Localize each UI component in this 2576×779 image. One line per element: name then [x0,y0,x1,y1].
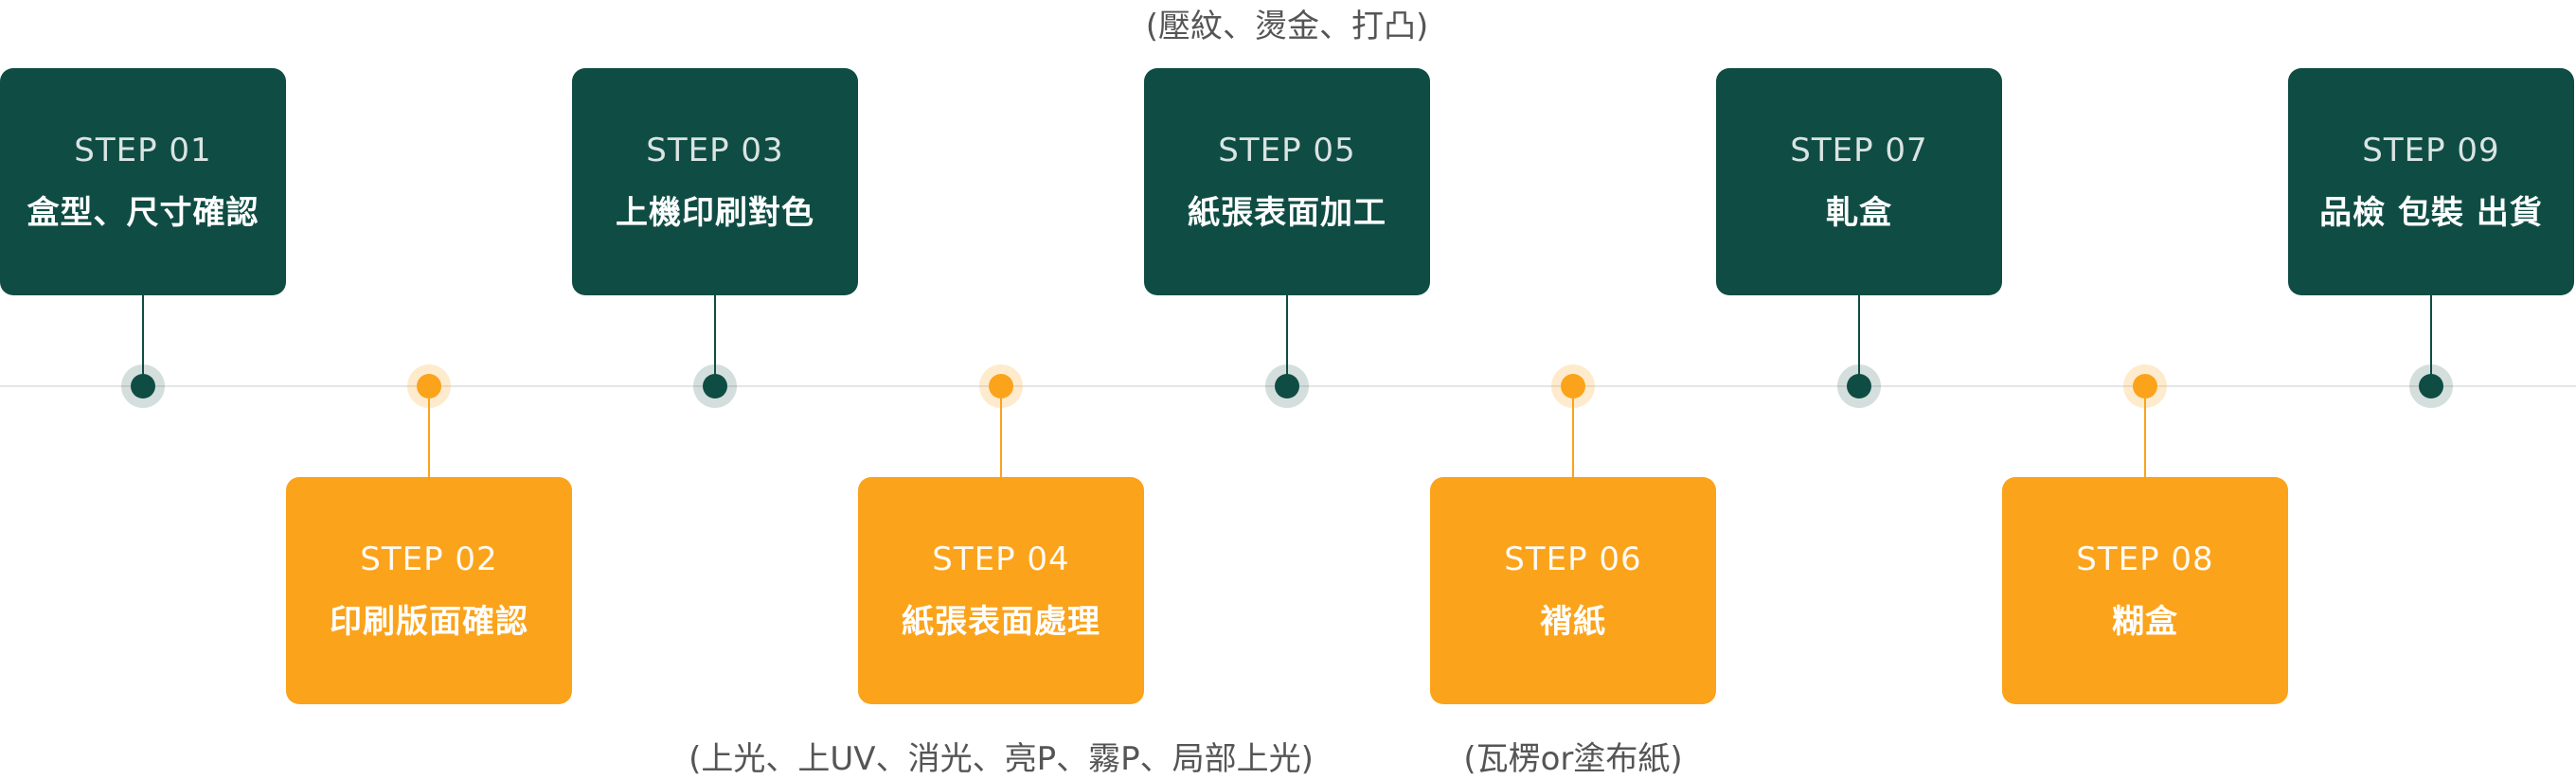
step-box-9: STEP 09 品檢 包裝 出貨 [2288,68,2574,295]
step-note-4: (上光、上UV、消光、亮P、霧P、局部上光) [689,740,1314,778]
step-box-7: STEP 07 軋盒 [1716,68,2002,295]
step-connector-8 [2144,386,2146,477]
step-connector-9 [2430,295,2432,386]
step-box-2: STEP 02 印刷版面確認 [286,477,572,704]
step-title-9: 品檢 包裝 出貨 [2319,193,2543,232]
step-note-5: (壓紋、燙金、打凸) [1145,8,1429,45]
step-title-6: 褙紙 [1540,602,1606,641]
step-connector-1 [142,295,144,386]
step-title-1: 盒型、尺寸確認 [27,193,259,232]
step-title-2: 印刷版面確認 [330,602,528,641]
step-dot-1 [131,374,155,398]
step-box-1: STEP 01 盒型、尺寸確認 [0,68,286,295]
step-box-8: STEP 08 糊盒 [2002,477,2288,704]
step-dot-8 [2133,374,2157,398]
step-dot-3 [703,374,727,398]
step-label-7: STEP 07 [1790,131,1928,169]
step-dot-9 [2419,374,2443,398]
step-label-3: STEP 03 [646,131,784,169]
step-dot-6 [1561,374,1585,398]
step-box-3: STEP 03 上機印刷對色 [572,68,858,295]
step-label-6: STEP 06 [1504,540,1642,578]
step-label-4: STEP 04 [932,540,1070,578]
step-label-9: STEP 09 [2362,131,2500,169]
step-connector-7 [1858,295,1860,386]
step-connector-2 [428,386,430,477]
step-title-3: 上機印刷對色 [616,193,814,232]
step-connector-3 [714,295,716,386]
step-box-5: STEP 05 紙張表面加工 [1144,68,1430,295]
step-dot-5 [1275,374,1299,398]
step-connector-4 [1000,386,1002,477]
step-title-8: 糊盒 [2112,602,2178,641]
step-title-7: 軋盒 [1826,193,1892,232]
step-note-6: (瓦楞or塗布紙) [1463,740,1683,778]
step-connector-6 [1572,386,1574,477]
step-box-6: STEP 06 褙紙 [1430,477,1716,704]
step-label-8: STEP 08 [2076,540,2214,578]
step-box-4: STEP 04 紙張表面處理 [858,477,1144,704]
step-connector-5 [1286,295,1288,386]
step-label-2: STEP 02 [360,540,498,578]
step-label-5: STEP 05 [1218,131,1356,169]
step-title-4: 紙張表面處理 [902,602,1100,641]
step-dot-4 [989,374,1013,398]
step-label-1: STEP 01 [74,131,212,169]
step-dot-7 [1847,374,1871,398]
step-title-5: 紙張表面加工 [1188,193,1386,232]
step-dot-2 [417,374,441,398]
